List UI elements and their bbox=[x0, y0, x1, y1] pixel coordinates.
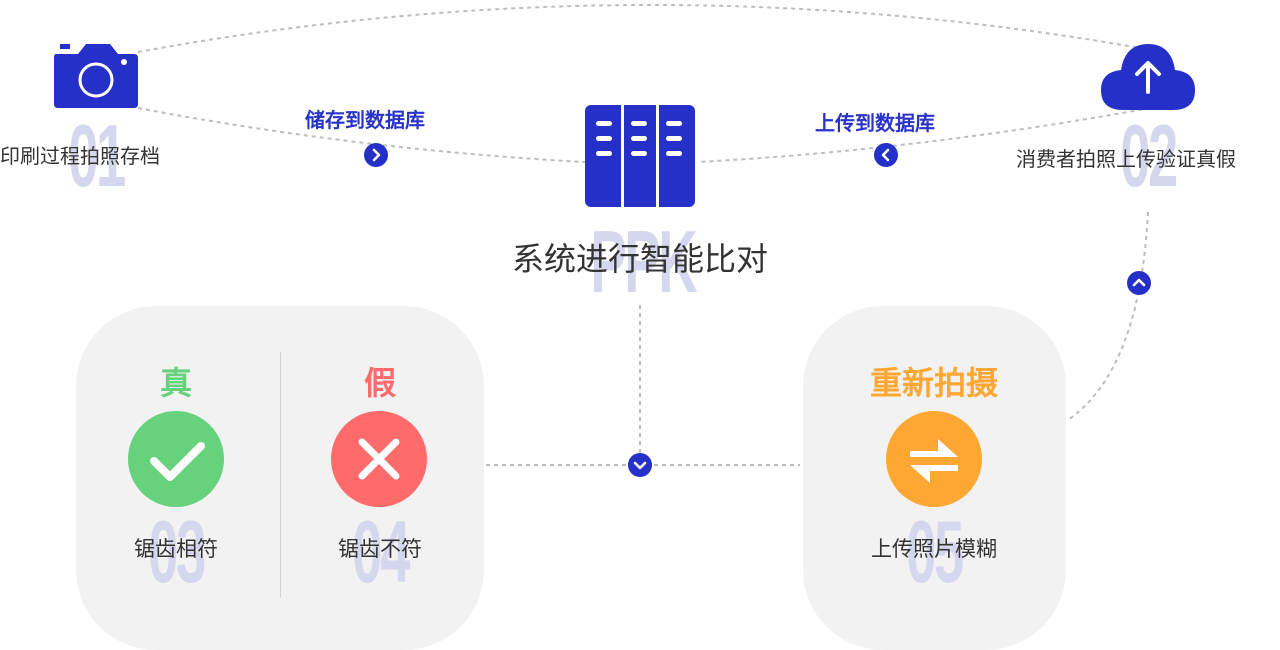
swap-arrows-icon bbox=[886, 411, 982, 507]
step-02-label: 消费者拍照上传验证真假 bbox=[1016, 147, 1236, 171]
retake-title: 重新拍摄 bbox=[869, 364, 998, 402]
step-number-03: 03 bbox=[148, 502, 206, 601]
chevron-down-icon[interactable] bbox=[628, 453, 652, 477]
center-label: 系统进行智能比对 bbox=[511, 240, 768, 278]
step-number-ppk: PPK bbox=[590, 212, 697, 311]
check-icon bbox=[128, 411, 224, 507]
step-01-label: 印刷过程拍照存档 bbox=[0, 144, 160, 168]
cloud-to-server-connector bbox=[697, 107, 1151, 163]
panel-divider bbox=[280, 352, 281, 598]
chevron-right-icon[interactable] bbox=[364, 143, 388, 167]
cloud-down-connector bbox=[1067, 211, 1149, 421]
step-number-01: 01 bbox=[68, 106, 126, 205]
retake-label: 上传照片模糊 bbox=[871, 537, 997, 561]
true-label: 锯齿相符 bbox=[134, 537, 218, 561]
close-icon bbox=[331, 411, 427, 507]
server-icon bbox=[585, 105, 695, 207]
step-number-02: 02 bbox=[1120, 106, 1178, 205]
step-number-04: 04 bbox=[352, 502, 410, 601]
top-arc-connector bbox=[137, 4, 1141, 53]
upload-to-db-label: 上传到数据库 bbox=[815, 111, 935, 135]
false-title: 假 bbox=[363, 364, 396, 402]
false-label: 锯齿不符 bbox=[338, 537, 422, 561]
store-to-db-label: 储存到数据库 bbox=[305, 108, 425, 132]
camera-to-server-connector bbox=[137, 107, 586, 163]
step-number-05: 05 bbox=[906, 502, 964, 601]
true-title: 真 bbox=[159, 364, 192, 402]
chevron-left-icon[interactable] bbox=[874, 143, 898, 167]
camera-icon bbox=[54, 44, 138, 108]
chevron-up-icon[interactable] bbox=[1127, 271, 1151, 295]
cloud-upload-icon bbox=[1101, 44, 1195, 110]
